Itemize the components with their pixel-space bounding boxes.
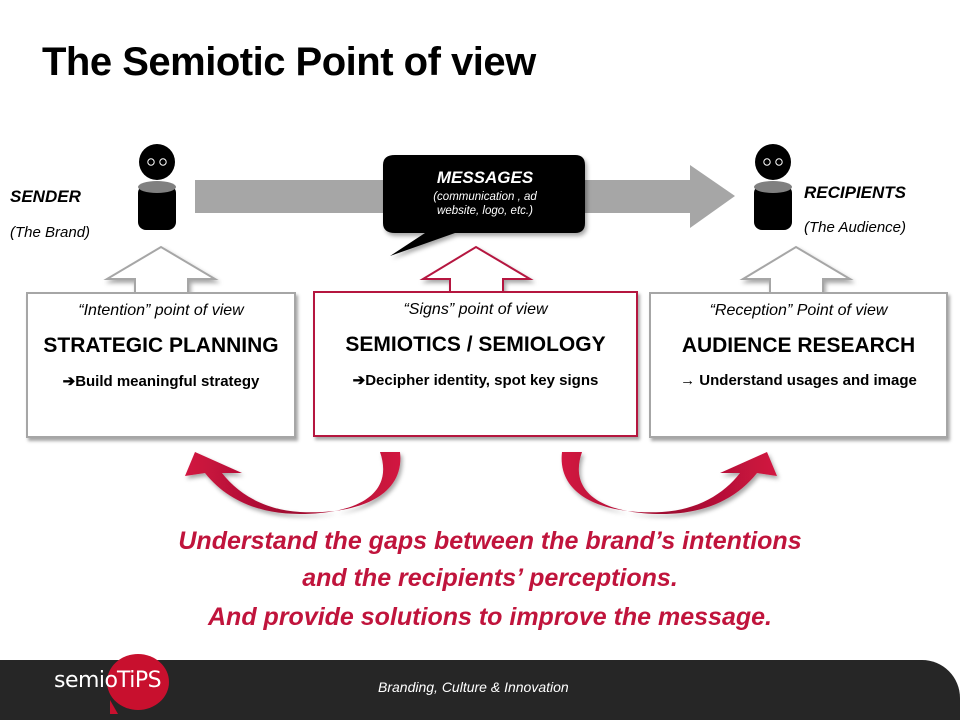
recipients-sublabel: (The Audience) (804, 219, 906, 236)
box-action: ➔Build meaningful strategy (28, 372, 294, 390)
logo-bubble-tail (110, 700, 118, 714)
logo-text-semio: semio (54, 668, 118, 693)
up-arrow-reception (739, 245, 854, 293)
arrow-right-icon: ➔ (62, 373, 76, 390)
page-title: The Semiotic Point of view (42, 40, 536, 84)
box-pov: “Reception” Point of view (709, 302, 888, 319)
box-action: → Understand usages and image (651, 372, 946, 389)
box-heading: AUDIENCE RESEARCH (681, 334, 916, 357)
up-arrow-signs (419, 245, 534, 293)
curved-arrow-right-icon (561, 452, 777, 514)
recipient-person-icon (754, 144, 792, 230)
box-heading: STRATEGIC PLANNING (43, 334, 279, 357)
messages-description: (communication , ad website, logo, etc.) (390, 190, 580, 218)
sender-label: SENDER (10, 187, 81, 206)
recipients-label: RECIPIENTS (804, 183, 907, 202)
conclusion-line-1: Understand the gaps between the brand’s … (178, 527, 802, 555)
curved-arrow-left-icon (185, 452, 401, 514)
conclusion-line-3: And provide solutions to improve the mes… (208, 603, 772, 631)
arrow-right-icon: → (680, 372, 696, 389)
box-action-text: Build meaningful strategy (75, 373, 260, 390)
box-pov: “Intention” point of view (78, 302, 244, 319)
box-semiotics: “Signs” point of view SEMIOTICS / SEMIOL… (313, 291, 638, 437)
messages-line-1: (communication , ad (433, 191, 537, 203)
box-audience-research: “Reception” Point of view AUDIENCE RESEA… (649, 292, 948, 438)
arrow-right-icon: ➔ (352, 372, 366, 389)
box-action: ➔Decipher identity, spot key signs (315, 371, 636, 389)
box-pov: “Signs” point of view (403, 301, 548, 318)
up-arrow-intention (103, 245, 219, 293)
messages-title: MESSAGES (436, 168, 534, 187)
messages-speech-bubble (383, 155, 585, 256)
logo-text-tips: TiPS (117, 668, 162, 693)
sender-sublabel: (The Brand) (10, 224, 91, 241)
conclusion-line-2: and the recipients’ perceptions. (302, 564, 678, 592)
footer-tagline: Branding, Culture & Innovation (378, 679, 569, 695)
box-action-text: Decipher identity, spot key signs (365, 372, 599, 389)
messages-line-2: website, logo, etc.) (437, 205, 533, 217)
box-strategic-planning: “Intention” point of view STRATEGIC PLAN… (26, 292, 296, 438)
box-heading: SEMIOTICS / SEMIOLOGY (345, 333, 606, 356)
box-action-text: Understand usages and image (695, 372, 917, 389)
sender-person-icon (138, 144, 176, 230)
